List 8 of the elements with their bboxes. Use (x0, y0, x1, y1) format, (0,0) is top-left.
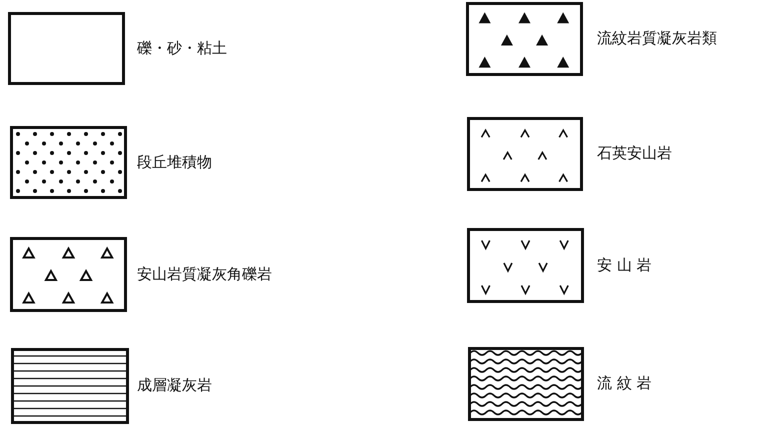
legend-label: 流 紋 岩 (597, 374, 652, 393)
legend-label: 成層凝灰岩 (137, 376, 212, 395)
legend-label: 安山岩質凝灰角礫岩 (137, 264, 272, 284)
legend-label: 段丘堆積物 (137, 152, 212, 172)
legend-label: 流紋岩質凝灰岩類 (597, 29, 717, 48)
legend-label: 安 山 岩 (597, 256, 652, 274)
legend-label: 石英安山岩 (597, 144, 672, 163)
legend-label: 礫・砂・粘土 (137, 38, 227, 58)
